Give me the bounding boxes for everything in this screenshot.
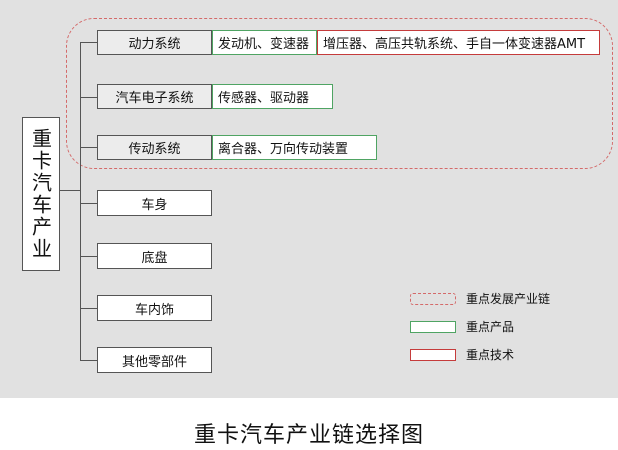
legend-swatch-red — [410, 348, 456, 361]
branch-line — [80, 97, 98, 98]
trunk-line — [80, 42, 81, 360]
category-label: 其他零部件 — [121, 354, 187, 370]
legend-swatch-dashed — [410, 292, 456, 305]
legend-label: 重点发展产业链 — [466, 292, 551, 306]
legend-label: 重点技术 — [466, 348, 515, 362]
root-connector — [60, 190, 80, 191]
product-box-electronics: 传感器、驱动器 — [212, 84, 333, 109]
category-label: 底盘 — [141, 250, 168, 266]
legend-key-technology: 重点技术 — [410, 346, 514, 363]
product-label: 发动机、变速器 — [218, 37, 310, 52]
diagram-panel: 重卡汽车产业 动力系统 发动机、变速器 增压器、高压共轨系统、手自一体变速器AM… — [0, 0, 618, 398]
branch-line — [80, 308, 98, 309]
product-box-transmission: 离合器、万向传动装置 — [212, 135, 377, 160]
legend-key-product: 重点产品 — [410, 318, 514, 335]
root-node: 重卡汽车产业 — [22, 117, 60, 271]
category-label: 车内饰 — [134, 302, 174, 318]
branch-line — [80, 42, 98, 43]
technology-label: 增压器、高压共轨系统、手自一体变速器AMT — [323, 37, 586, 52]
category-chassis: 底盘 — [97, 243, 212, 269]
category-label: 动力系统 — [128, 37, 181, 52]
category-label: 传动系统 — [128, 142, 181, 157]
category-label: 汽车电子系统 — [115, 91, 194, 106]
branch-line — [80, 256, 98, 257]
category-interior: 车内饰 — [97, 295, 212, 321]
root-label: 重卡汽车产业 — [28, 128, 53, 260]
key-industry-chain-region — [66, 18, 613, 169]
branch-line — [80, 147, 98, 148]
product-label: 传感器、驱动器 — [218, 91, 310, 106]
category-body: 车身 — [97, 190, 212, 216]
figure-caption: 重卡汽车产业链选择图 — [193, 423, 424, 448]
category-other-parts: 其他零部件 — [97, 347, 212, 373]
category-transmission-system: 传动系统 — [97, 135, 212, 160]
category-label: 车身 — [141, 197, 168, 213]
branch-line — [80, 360, 98, 361]
legend-swatch-green — [410, 320, 456, 333]
category-power-system: 动力系统 — [97, 30, 212, 55]
branch-line — [80, 203, 98, 204]
category-electronics-system: 汽车电子系统 — [97, 84, 212, 109]
product-label: 离合器、万向传动装置 — [218, 142, 349, 157]
legend-label: 重点产品 — [466, 320, 515, 334]
technology-box-power: 增压器、高压共轨系统、手自一体变速器AMT — [317, 30, 600, 55]
product-box-power: 发动机、变速器 — [212, 30, 317, 55]
legend-key-chain: 重点发展产业链 — [410, 290, 550, 307]
